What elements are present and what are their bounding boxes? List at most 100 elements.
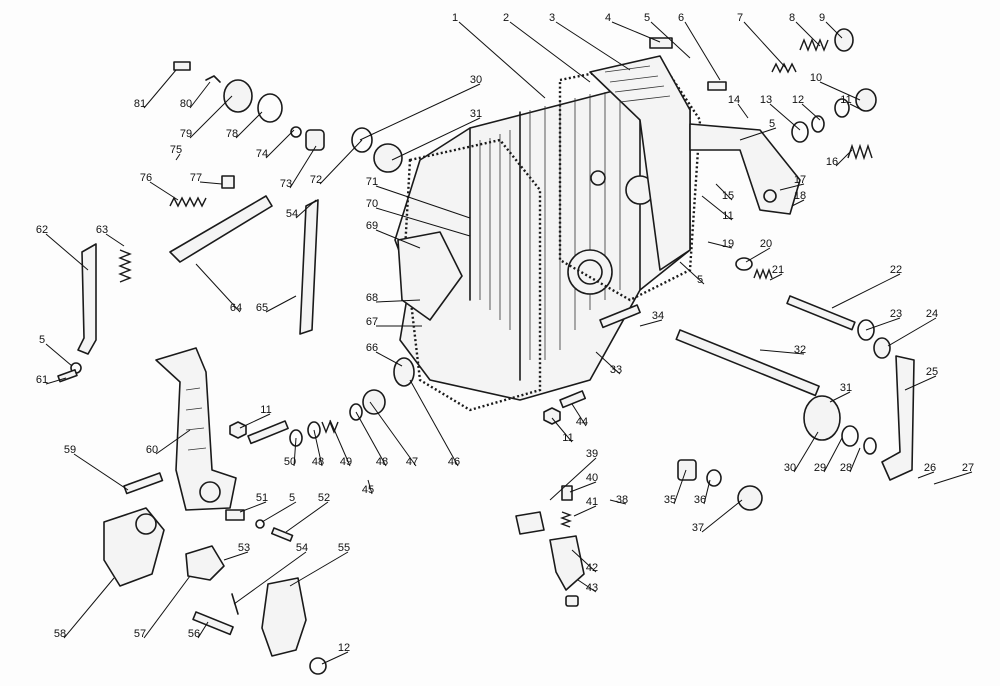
pin-54b: [231, 593, 239, 615]
leader-c23: [865, 317, 901, 331]
leader-c79: [189, 95, 233, 139]
part-number-c54b: 54: [296, 542, 308, 554]
ring-24: [873, 337, 891, 359]
leader-c78: [235, 111, 263, 139]
link-65: [299, 199, 319, 335]
leader-c62: [45, 233, 89, 271]
leader-c12: [801, 103, 821, 121]
part-number-c12b: 12: [338, 642, 350, 654]
part-number-c15: 15: [722, 190, 734, 202]
part-number-c32: 32: [794, 344, 806, 356]
part-number-c22: 22: [890, 264, 902, 276]
leader-c5e: [261, 501, 297, 523]
part-number-c47: 47: [406, 456, 418, 468]
part-number-c67: 67: [366, 316, 378, 328]
part-number-c51: 51: [256, 492, 268, 504]
leader-c40: [569, 481, 597, 493]
leader-c12b: [321, 651, 349, 665]
part-number-c30b: 30: [470, 74, 482, 86]
part-number-c26: 26: [924, 462, 936, 474]
arm-62: [77, 243, 97, 355]
plunger-40: [561, 485, 573, 501]
leader-c36: [703, 479, 711, 505]
part-number-c81: 81: [134, 98, 146, 110]
part-number-c59: 59: [64, 444, 76, 456]
part-number-c69: 69: [366, 220, 378, 232]
leader-c37: [701, 499, 743, 533]
part-number-c66: 66: [366, 342, 378, 354]
part-number-c60: 60: [146, 444, 158, 456]
leader-c52: [285, 501, 329, 533]
leader-c16: [835, 149, 853, 167]
part-number-c5c: 5: [697, 274, 703, 286]
part-number-c5d: 5: [39, 334, 45, 346]
leader-c6: [684, 21, 721, 81]
part-number-c58: 58: [54, 628, 66, 640]
callout-leaders: [45, 21, 973, 665]
screw-81: [173, 61, 191, 71]
shaft-32: [675, 329, 820, 397]
part-number-c11a: 11: [840, 94, 851, 106]
pin-43: [565, 595, 579, 607]
clip-77: [221, 175, 235, 189]
leader-c57: [143, 575, 191, 639]
leader-c41: [573, 505, 597, 517]
gear-79: [223, 79, 253, 113]
leader-c17: [779, 183, 805, 191]
part-number-c11b: 11: [722, 210, 733, 222]
leader-c11b: [701, 195, 733, 221]
part-number-c48b: 48: [376, 456, 388, 468]
part-number-c25: 25: [926, 366, 938, 378]
part-number-c42: 42: [586, 562, 598, 574]
leader-c3: [555, 21, 631, 71]
part-number-c63: 63: [96, 224, 108, 236]
part-number-c30a: 30: [784, 462, 796, 474]
leader-c32: [759, 349, 805, 355]
part-number-c21: 21: [772, 264, 784, 276]
part-number-c8: 8: [789, 12, 795, 24]
part-number-c41: 41: [586, 496, 598, 508]
leader-c5b: [739, 127, 777, 141]
leader-c33: [595, 351, 621, 375]
leader-c60: [155, 429, 191, 455]
washer-12: [811, 115, 825, 133]
side-bracket: [689, 123, 801, 215]
part-number-c80: 80: [180, 98, 192, 110]
part-number-c45: 45: [362, 484, 374, 496]
part-number-c38: 38: [616, 494, 628, 506]
spring-16: [847, 143, 873, 161]
bracket-58: [103, 507, 165, 587]
part-number-c55: 55: [338, 542, 350, 554]
leader-c11a: [849, 103, 863, 111]
leader-c65: [265, 295, 297, 313]
part-number-c23: 23: [890, 308, 902, 320]
leader-c43: [577, 579, 597, 593]
leader-c11d: [239, 413, 271, 429]
part-number-c50: 50: [284, 456, 296, 468]
part-number-c40: 40: [586, 472, 598, 484]
washer-28: [863, 437, 877, 455]
leader-c50: [293, 437, 297, 467]
part-number-c18: 18: [794, 190, 806, 202]
bushing-73: [305, 129, 325, 151]
leader-c54a: [295, 199, 317, 219]
plug-35: [677, 459, 697, 481]
leader-c20: [745, 247, 771, 263]
block-51: [225, 509, 245, 521]
leader-c63: [105, 233, 125, 247]
leader-c14: [737, 103, 749, 119]
washer-5e: [255, 519, 265, 529]
part-number-c2: 2: [503, 12, 509, 24]
ring-29: [841, 425, 859, 447]
part-number-c57: 57: [134, 628, 146, 640]
part-number-c6: 6: [678, 12, 684, 24]
leader-c45: [367, 479, 373, 495]
leader-c29: [823, 437, 843, 473]
leader-c61: [45, 377, 67, 385]
leader-c9: [825, 21, 843, 39]
part-number-c37: 37: [692, 522, 704, 534]
seal-66: [393, 357, 415, 387]
plug-37: [737, 485, 763, 511]
spring-63: [118, 249, 132, 283]
